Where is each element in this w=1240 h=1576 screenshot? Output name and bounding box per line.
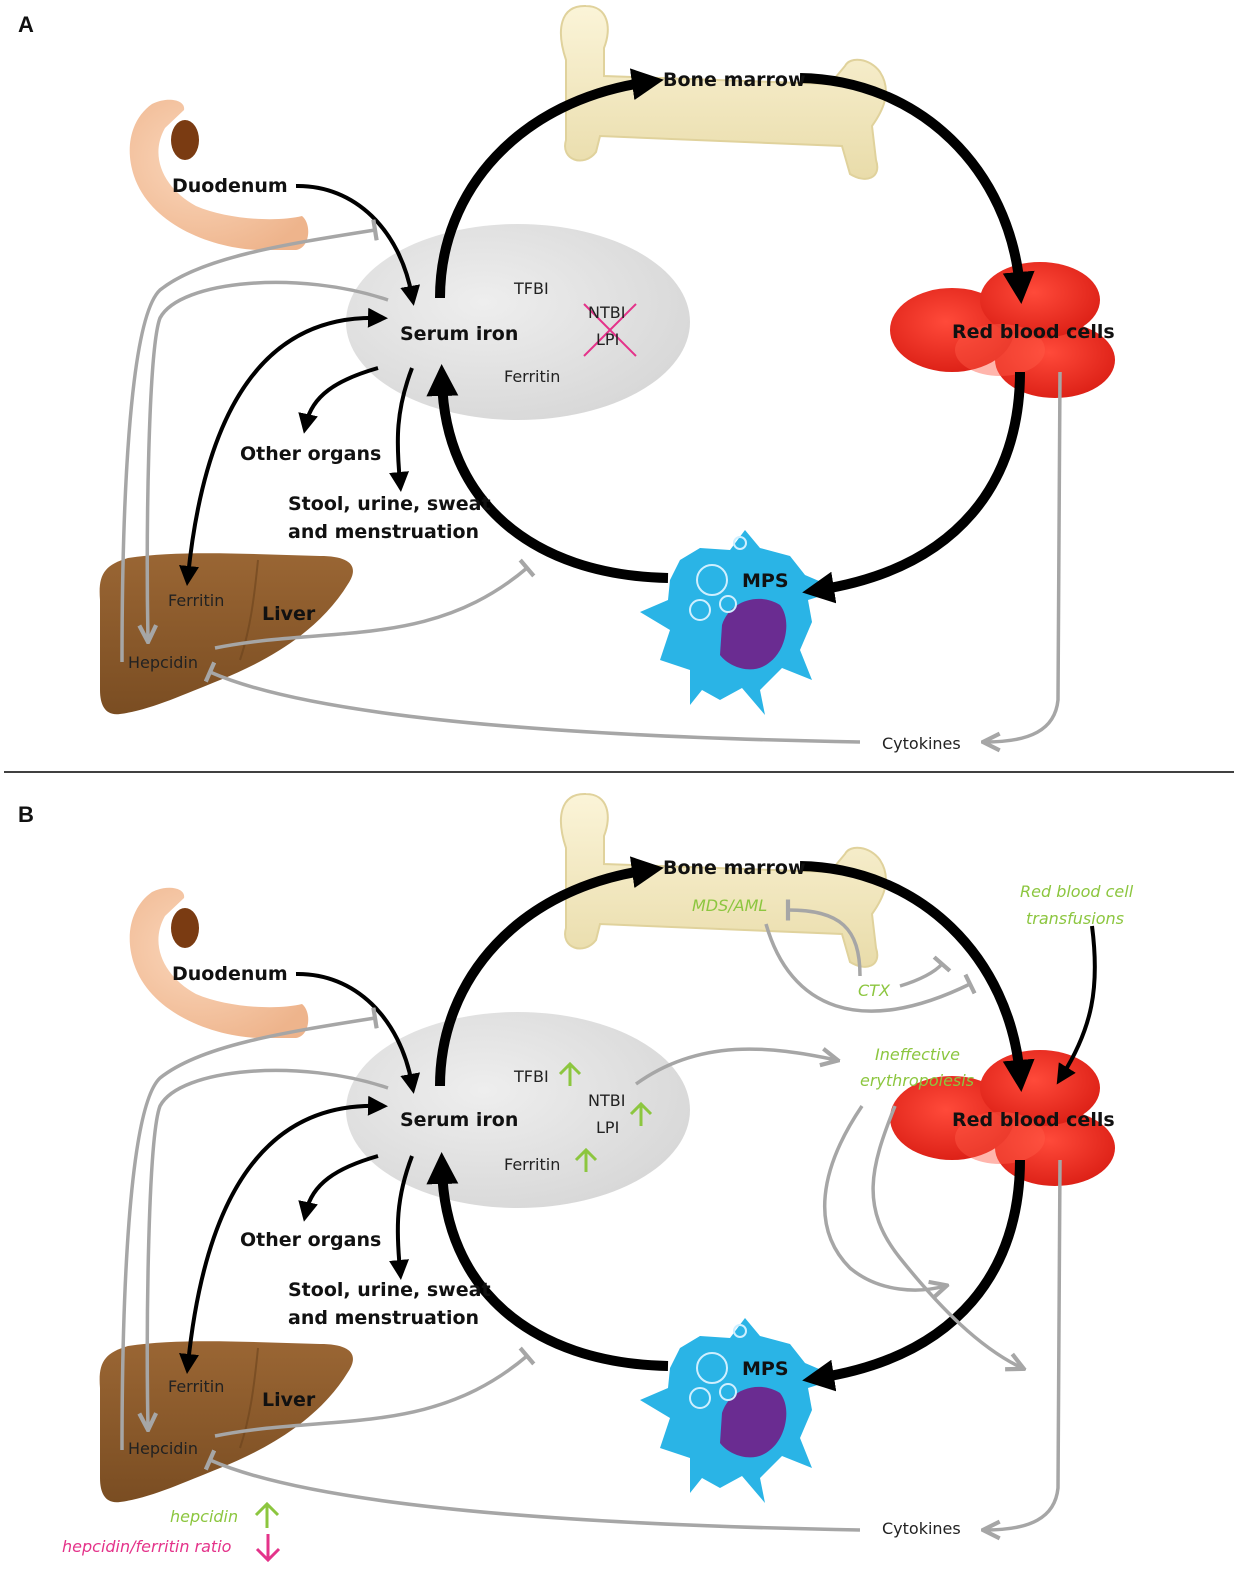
liver-ferritin-label: Ferritin <box>168 591 224 610</box>
hepcidin-label: Hepcidin <box>128 653 198 672</box>
bone-icon <box>559 792 887 968</box>
excretion-label-line1: Stool, urine, sweat <box>288 1279 491 1301</box>
up-arrow-icon <box>574 1147 598 1172</box>
other-organs-label: Other organs <box>240 443 381 465</box>
red-blood-cells-label: Red blood cells <box>952 1109 1115 1131</box>
hepcidin-label: Hepcidin <box>128 1439 198 1458</box>
lpi-label: LPI <box>596 330 619 349</box>
mps-label: MPS <box>742 570 789 592</box>
liver-label: Liver <box>262 1389 316 1411</box>
cytokines-label: Cytokines <box>882 734 961 753</box>
liver-icon <box>99 553 353 715</box>
mps-label: MPS <box>742 1358 789 1380</box>
red-blood-cells-label: Red blood cells <box>952 321 1115 343</box>
red-blood-cells-icon <box>890 262 1115 398</box>
ntbi-label: NTBI <box>588 303 625 322</box>
up-arrow-icon <box>254 1501 280 1528</box>
ntbi-label: NTBI <box>588 1091 625 1110</box>
duodenum-label: Duodenum <box>172 175 288 197</box>
ctx-label: CTX <box>858 981 891 1000</box>
down-arrow-icon <box>255 1534 281 1563</box>
other-organs-label: Other organs <box>240 1229 381 1251</box>
mps-macrophage-icon <box>640 1318 840 1503</box>
excretion-label-line1: Stool, urine, sweat <box>288 493 491 515</box>
up-arrow-icon <box>629 1101 653 1126</box>
panel-b: B <box>18 792 1134 1563</box>
lpi-label: LPI <box>596 1118 619 1137</box>
up-arrow-icon <box>558 1061 582 1086</box>
liver-icon <box>99 1341 353 1503</box>
liver-label: Liver <box>262 603 316 625</box>
ineffective-label-line2: erythropoiesis <box>860 1071 974 1090</box>
cross-out-icon <box>583 303 637 357</box>
liver-ferritin-label: Ferritin <box>168 1377 224 1396</box>
excretion-label-line2: and menstruation <box>288 1307 479 1329</box>
bone-marrow-label: Bone marrow <box>663 69 806 91</box>
panel-a: A <box>18 4 1115 753</box>
duodenum-icon <box>129 99 309 250</box>
mds-aml-label: MDS/AML <box>692 896 767 915</box>
duodenum-label: Duodenum <box>172 963 288 985</box>
ferritin-label: Ferritin <box>504 367 560 386</box>
transfusions-label-line1: Red blood cell <box>1020 882 1134 901</box>
ineffective-label-line1: Ineffective <box>875 1045 960 1064</box>
bone-icon <box>559 4 887 180</box>
ratio-legend-label: hepcidin/ferritin ratio <box>62 1537 232 1556</box>
ferritin-label: Ferritin <box>504 1155 560 1174</box>
transfusions-label-line2: transfusions <box>1026 909 1124 928</box>
bone-marrow-label: Bone marrow <box>663 857 806 879</box>
serum-iron-label: Serum iron <box>400 1109 518 1131</box>
tfbi-label: TFBI <box>513 1067 549 1086</box>
panel-b-letter: B <box>18 802 34 827</box>
cytokines-label: Cytokines <box>882 1519 961 1538</box>
serum-iron-label: Serum iron <box>400 323 518 345</box>
tfbi-label: TFBI <box>513 279 549 298</box>
excretion-label-line2: and menstruation <box>288 521 479 543</box>
duodenum-icon <box>129 887 309 1038</box>
panel-a-letter: A <box>18 12 34 37</box>
mps-macrophage-icon <box>640 530 840 715</box>
hepcidin-legend-label: hepcidin <box>170 1507 238 1526</box>
